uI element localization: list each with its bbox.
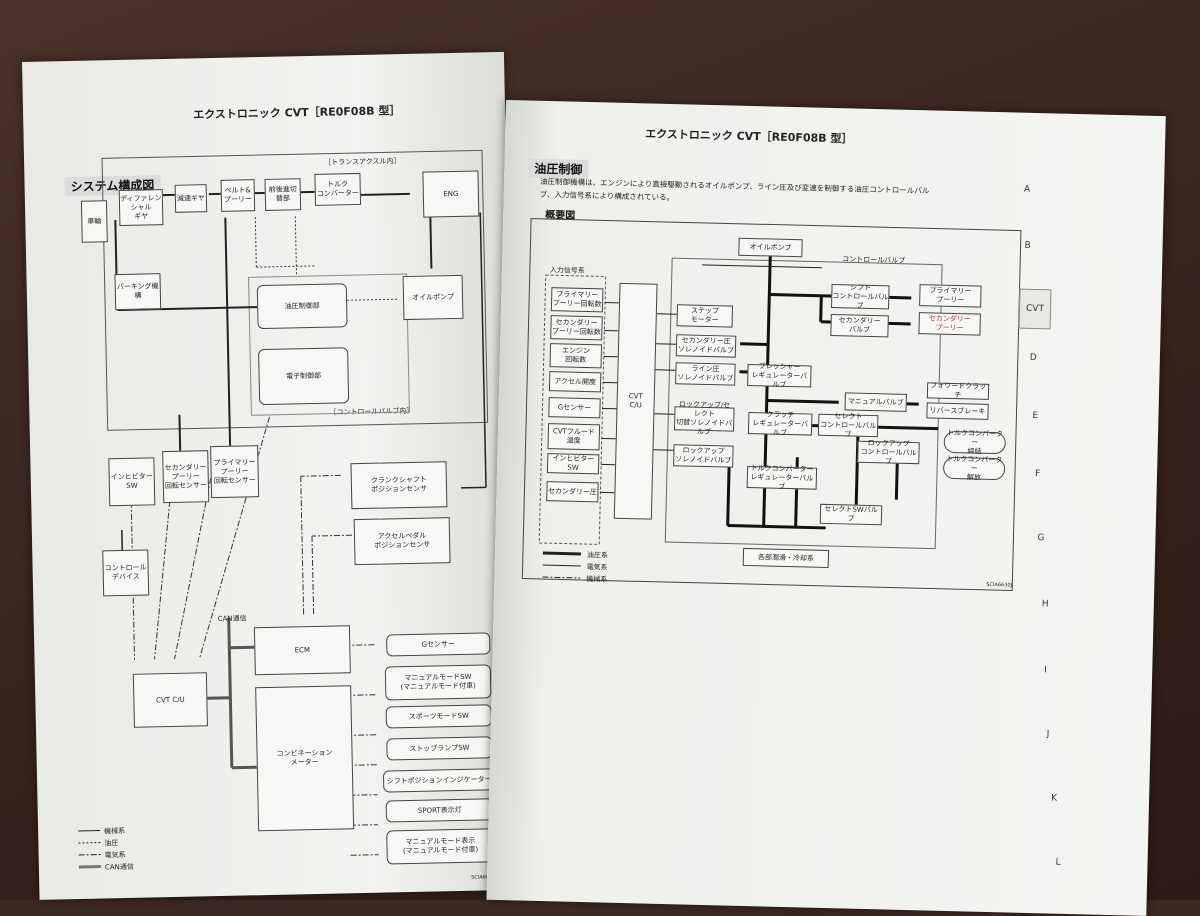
primary-sensor-box: プライマリー プーリー 回転センサー bbox=[210, 445, 259, 498]
lockup-select-solenoid-box: ロックアップ/セレクト 切替ソレノイドバルブ bbox=[674, 406, 735, 431]
combination-meter-box: コンビネーション メーター bbox=[255, 685, 354, 831]
manual-mode-display-box: マニュアルモード表示 (マニュアルモード付車) bbox=[386, 828, 495, 864]
legend-electrical: 電気系 bbox=[105, 850, 126, 860]
legend-can: CAN通信 bbox=[105, 862, 134, 873]
legend-hydraulic-right: 油圧系 bbox=[587, 550, 608, 561]
fb-switch-box: 前後進切替部 bbox=[265, 178, 302, 211]
sport-mode-sw-box: スポーツモードSW bbox=[386, 704, 492, 728]
tc-apply-box: トルクコンバーター 締結 bbox=[944, 431, 1007, 455]
side-tab-l: L bbox=[1055, 858, 1060, 868]
line-solenoid-box: ライン圧 ソレノイドバルブ bbox=[675, 362, 736, 385]
legend-mechanical-right: 機械系 bbox=[586, 574, 607, 585]
right-page: エクストロニック CVT［RE0F08B 型］ 油圧制御 油圧制御機構は、エンジ… bbox=[486, 100, 1165, 916]
input-primary-rpm: プライマリー プーリー回転数 bbox=[551, 287, 604, 312]
tc-release-box: トルクコンバーター 解放 bbox=[943, 457, 1006, 481]
electronic-control-box: 電子制御部 bbox=[258, 347, 349, 405]
side-tab-b: B bbox=[1024, 241, 1030, 251]
reduction-gear-box: 減速ギヤ bbox=[175, 184, 208, 213]
side-tab-d: D bbox=[1030, 353, 1037, 363]
select-ctrl-box: セレクト コントロールバルブ bbox=[818, 414, 879, 437]
side-tab-j: J bbox=[1047, 729, 1050, 739]
lockup-solenoid-box: ロックアップ ソレノイドバルブ bbox=[673, 444, 734, 467]
secondary-sensor-box: セカンダリー プーリー 回転センサー bbox=[162, 450, 209, 503]
legend-mechanical: 機械系 bbox=[104, 826, 125, 836]
sec-valve-box: セカンダリー バルブ bbox=[830, 314, 889, 337]
hydraulic-control-box: 油圧制御部 bbox=[257, 283, 348, 329]
step-motor-box: ステップ モーター bbox=[677, 304, 734, 327]
select-sw-valve-box: セレクトSWバルブ bbox=[820, 504, 882, 526]
differential-box: ディファレンシャル ギヤ bbox=[119, 189, 164, 226]
shift-ctrl-box: シフト コントロールバルブ bbox=[831, 284, 890, 309]
g-sensor-box: Gセンサー bbox=[386, 632, 490, 656]
inhibitor-sw-box: インヒビターSW bbox=[108, 457, 155, 506]
clutch-reg-box: クラッチ レギュレーターバルブ bbox=[748, 412, 813, 436]
primary-pulley-box: プライマリー プーリー bbox=[919, 284, 982, 308]
input-g-sensor: Gセンサー bbox=[548, 397, 600, 418]
secondary-pulley-box: セカンダリー プーリー bbox=[918, 312, 981, 336]
lockup-ctrl-box: ロックアップ コントロールバルブ bbox=[857, 441, 920, 465]
input-accel-position: アクセル開度 bbox=[549, 371, 601, 392]
axle-box: 車輪 bbox=[81, 200, 108, 243]
shift-indicator-box: シフトポジションインジケーター bbox=[383, 768, 495, 792]
side-tab-i: I bbox=[1044, 665, 1047, 675]
input-fluid-temp: CVTフルード 温度 bbox=[547, 423, 600, 450]
side-tab-f: F bbox=[1035, 469, 1040, 479]
left-page: エクストロニック CVT［RE0F08B 型］ システム構成図 ［トランスアクス… bbox=[22, 52, 521, 900]
manual-valve-box: マニュアルバルブ bbox=[845, 392, 907, 412]
input-inhibitor-sw: インヒビターSW bbox=[547, 453, 599, 474]
crank-sensor-box: クランクシャフト ポジションセンサ bbox=[350, 461, 447, 509]
side-tab-h: H bbox=[1042, 599, 1049, 609]
right-footer-code: SCIA6630J bbox=[986, 582, 1012, 589]
oil-pump-box: オイルポンプ bbox=[403, 275, 464, 320]
side-tab-g: G bbox=[1037, 533, 1044, 543]
tc-reg-box: トルクコンバーター レギュレーターバルブ bbox=[747, 466, 818, 490]
cvt-cu-box-right: CVT C/U bbox=[614, 283, 658, 520]
oil-pump-box-right: オイルポンプ bbox=[738, 238, 802, 258]
sport-lamp-box: SPORT表示灯 bbox=[386, 798, 494, 822]
legend-hydraulic: 油圧 bbox=[104, 838, 118, 848]
parking-box: パーキング機構 bbox=[114, 273, 161, 310]
pressure-reg-box: プレッシャー レギュレーターバルブ bbox=[747, 364, 812, 388]
ecm-box: ECM bbox=[254, 625, 351, 675]
manual-mode-sw-box: マニュアルモードSW (マニュアルモード付車) bbox=[385, 664, 492, 700]
can-label: CAN通信 bbox=[218, 613, 247, 624]
accel-sensor-box: アクセルペダル ポジションセンサ bbox=[354, 517, 451, 565]
input-signals-title: 入力信号系 bbox=[550, 265, 585, 276]
cvt-cu-box: CVT C/U bbox=[133, 672, 208, 728]
side-tab-cvt: CVT bbox=[1019, 289, 1052, 330]
side-tab-a: A bbox=[1024, 185, 1030, 195]
engine-box: ENG bbox=[422, 170, 479, 217]
torque-converter-box: トルク コンバーター bbox=[314, 173, 361, 206]
sec-solenoid-box: セカンダリー圧 ソレノイドバルブ bbox=[676, 334, 737, 357]
side-tab-e: E bbox=[1032, 411, 1038, 421]
control-valve-title: コントロールバルブ bbox=[842, 254, 905, 266]
input-secondary-pressure: セカンダリー圧 bbox=[546, 481, 598, 502]
legend-electrical-right: 電気系 bbox=[586, 562, 607, 573]
stop-lamp-sw-box: ストップランプSW bbox=[386, 736, 492, 760]
reverse-brake-box: リバースブレーキ bbox=[926, 402, 988, 420]
control-device-box: コントロール デバイス bbox=[102, 549, 149, 596]
lubrication-box: 各部潤滑・冷却系 bbox=[743, 548, 829, 568]
input-engine-rpm: エンジン 回転数 bbox=[549, 343, 602, 368]
forward-clutch-box: フォワードクラッチ bbox=[927, 382, 989, 400]
side-tab-k: K bbox=[1051, 794, 1057, 804]
belt-pulley-box: ベルト& プーリー bbox=[221, 179, 256, 212]
input-secondary-rpm: セカンダリー プーリー回転数 bbox=[550, 315, 603, 340]
